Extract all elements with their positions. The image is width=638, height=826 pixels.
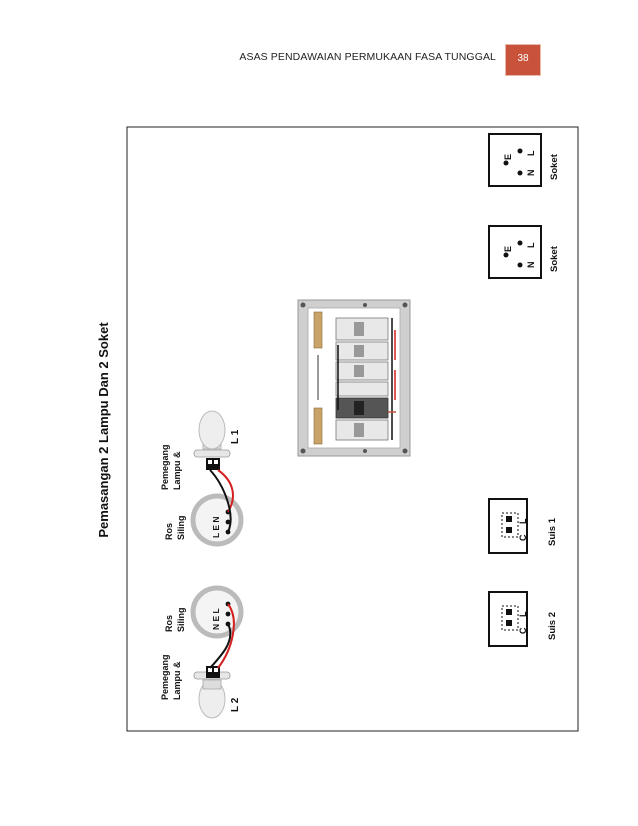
page-number-badge: 38 [505,44,541,76]
switch-2-label: Suis 2 [547,612,558,640]
lamp-holder-2-label: L 2 [230,697,241,712]
diagram-title: Pemasangan 2 Lampu Dan 2 Soket [96,322,111,538]
distribution-board-icon [297,299,411,457]
switch-1-label: Suis 1 [547,517,558,546]
lamp-holder-1-label: L 1 [230,429,241,444]
socket-icon [488,133,542,187]
lamp-holder-2-caption-line1: Pemegang [160,654,170,700]
header-title: ASAS PENDAWAIAN PERMUKAAN FASA TUNGGAL [239,51,496,63]
socket-2-terminal-n: N [526,170,536,177]
wire-live-l2 [217,603,235,669]
ceiling-rose-1: Ros Siling L E N [164,493,244,547]
wire-neutral-l2 [209,623,232,669]
socket-2-label: Soket [549,153,560,180]
ceiling-rose-2-caption-line1: Ros [164,615,174,632]
switch-2-terminals: C L [518,608,528,635]
ceiling-rose-1-caption-line2: Siling [176,516,186,541]
page-number: 38 [517,53,529,64]
socket-2-terminal-l: L [526,150,536,156]
switch-icon [488,498,528,554]
socket-1-terminal-e: E [503,246,513,252]
lamp-holder-1-caption-line2: Lampu & [172,451,182,490]
socket-1: E N L Soket [488,225,560,279]
socket-1-terminal-n: N [526,262,536,269]
ceiling-rose-2-caption-line2: Siling [176,608,186,633]
wire-neutral-l1 [209,469,232,533]
lamp-holder-2-caption-line2: Lampu & [172,661,182,700]
lamp-holder-1-caption-line1: Pemegang [160,444,170,490]
lamp-bulb-icon [193,410,231,458]
socket-2: E N L Soket [488,133,560,187]
ceiling-rose-1-caption-line1: Ros [164,523,174,540]
socket-1-terminal-l: L [526,242,536,248]
switch-1-terminals: C L [518,515,528,542]
switch-icon [488,591,528,647]
ceiling-rose-2-terminals: N E L [211,608,221,630]
diagram-frame [126,126,579,732]
lamp-holder-1: Pemegang Lampu & L 1 [160,410,241,490]
switch-1: C L Suis 1 [488,498,558,554]
ceiling-rose-1-terminals: L E N [211,516,221,538]
lamp-bulb-icon [193,671,231,719]
switch-2: C L Suis 2 [488,591,558,647]
lamp-holder-2: Pemegang Lampu & L 2 [160,654,241,719]
socket-icon [488,225,542,279]
socket-1-label: Soket [549,245,560,272]
socket-2-terminal-e: E [503,154,513,160]
